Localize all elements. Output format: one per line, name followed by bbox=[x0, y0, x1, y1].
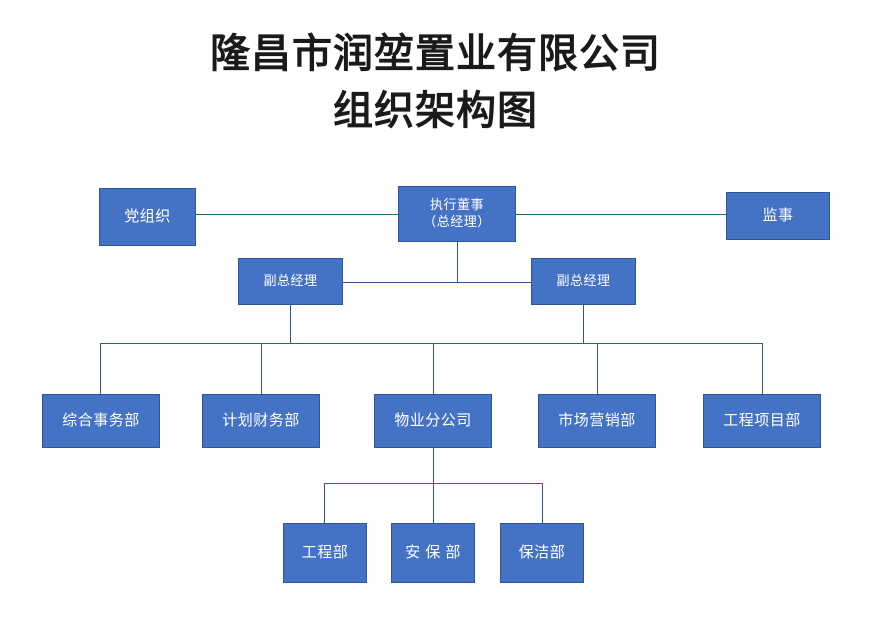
connector-party-to-director bbox=[196, 214, 398, 215]
node-cleaning-dept[interactable]: 保洁部 bbox=[500, 523, 584, 583]
node-deputy-gm-right[interactable]: 副总经理 bbox=[531, 258, 636, 305]
node-label-supervisor: 监事 bbox=[762, 207, 794, 225]
node-general-affairs-dept[interactable]: 综合事务部 bbox=[42, 394, 160, 448]
connector-drop-engineering-project bbox=[762, 343, 763, 394]
node-security-dept[interactable]: 安 保 部 bbox=[391, 523, 475, 583]
connector-deputy-bus bbox=[343, 282, 531, 283]
node-executive-director[interactable]: 执行董事 （总经理） bbox=[398, 186, 516, 242]
node-property-branch[interactable]: 物业分公司 bbox=[374, 394, 492, 448]
connector-deputy-right-stem bbox=[583, 305, 584, 343]
node-supervisor[interactable]: 监事 bbox=[726, 192, 830, 240]
connector-deputy-left-stem bbox=[290, 305, 291, 343]
node-label-planning-finance-dept: 计划财务部 bbox=[222, 412, 300, 430]
node-label-deputy-gm-left: 副总经理 bbox=[263, 273, 318, 289]
node-marketing-dept[interactable]: 市场营销部 bbox=[538, 394, 656, 448]
connector-department-bus bbox=[100, 343, 762, 344]
node-label-security-dept: 安 保 部 bbox=[405, 544, 461, 562]
node-deputy-gm-left[interactable]: 副总经理 bbox=[238, 258, 343, 305]
node-label-property-branch: 物业分公司 bbox=[394, 412, 472, 430]
node-label-marketing-dept: 市场营销部 bbox=[558, 412, 636, 430]
node-label-engineering-project-dept: 工程项目部 bbox=[723, 412, 801, 430]
node-label-executive-director: 执行董事 （总经理） bbox=[423, 197, 491, 229]
node-label-party-organization: 党组织 bbox=[124, 208, 171, 226]
node-label-engineering-dept: 工程部 bbox=[301, 544, 349, 562]
connector-drop-marketing bbox=[597, 343, 598, 394]
node-planning-finance-dept[interactable]: 计划财务部 bbox=[202, 394, 320, 448]
connector-drop-planning-finance bbox=[261, 343, 262, 394]
connector-drop-engineering-dept bbox=[324, 483, 325, 523]
node-engineering-dept[interactable]: 工程部 bbox=[283, 523, 367, 583]
page-title: 隆昌市润堃置业有限公司 组织架构图 bbox=[0, 26, 871, 140]
title-line-company: 隆昌市润堃置业有限公司 bbox=[210, 32, 661, 76]
connector-drop-cleaning-dept bbox=[542, 483, 543, 523]
connector-director-to-supervisor bbox=[516, 214, 726, 215]
node-party-organization[interactable]: 党组织 bbox=[99, 188, 196, 246]
node-engineering-project-dept[interactable]: 工程项目部 bbox=[703, 394, 821, 448]
node-label-deputy-gm-right: 副总经理 bbox=[556, 273, 611, 289]
connector-property-stem bbox=[433, 448, 434, 483]
connector-drop-security-dept bbox=[433, 483, 434, 523]
title-line-subtitle: 组织架构图 bbox=[333, 88, 538, 133]
connector-drop-property-branch bbox=[433, 343, 434, 394]
connector-drop-general-affairs bbox=[100, 343, 101, 394]
node-label-general-affairs-dept: 综合事务部 bbox=[62, 412, 140, 430]
node-label-cleaning-dept: 保洁部 bbox=[518, 544, 566, 562]
connector-director-stem bbox=[457, 241, 458, 282]
